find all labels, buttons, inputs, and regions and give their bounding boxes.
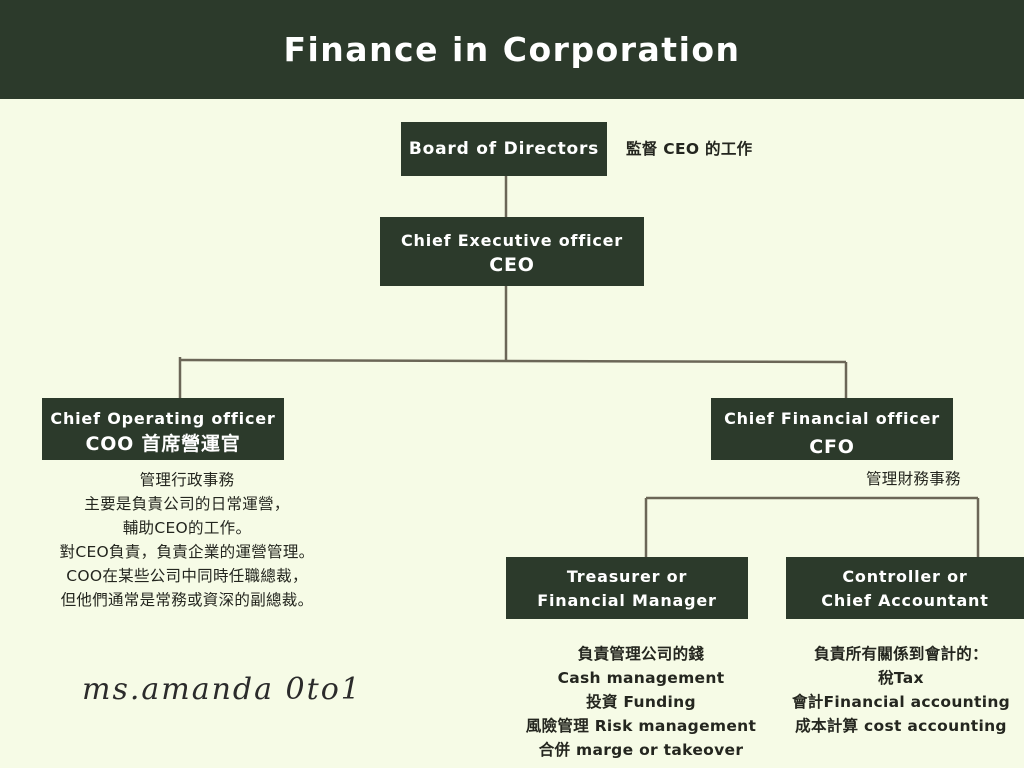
board-note: 監督 CEO 的工作	[626, 140, 753, 158]
treasurer-note-line: 風險管理 Risk management	[525, 717, 757, 735]
treasurer-subtitle: Financial Manager	[537, 591, 717, 610]
controller-note-line: 會計Financial accounting	[791, 693, 1011, 711]
coo-abbr: COO 首席營運官	[85, 433, 241, 455]
cfo-title: Chief Financial officer	[724, 409, 940, 428]
coo-note-line: 主要是負責公司的日常運營，	[84, 495, 290, 513]
treasurer-notes: 負責管理公司的錢 Cash management 投資 Funding 風險管理…	[506, 642, 776, 762]
ceo-title: Chief Executive officer	[401, 231, 623, 250]
controller-subtitle: Chief Accountant	[821, 591, 989, 610]
treasurer-note-line: 合併 marge or takeover	[538, 741, 744, 759]
cfo-note: 管理財務事務	[866, 470, 961, 488]
controller-note-line: 稅Tax	[878, 669, 924, 687]
board-label: Board of Directors	[408, 139, 600, 159]
controller-note-line: 負責所有關係到會計的：	[814, 645, 988, 663]
controller-box: Controller or Chief Accountant	[786, 557, 1024, 619]
treasurer-title: Treasurer or	[566, 567, 688, 586]
controller-title: Controller or	[842, 567, 968, 586]
signature: ms.amanda 0to1	[82, 672, 362, 707]
cfo-abbr: CFO	[809, 436, 855, 458]
coo-note-line: 管理行政事務	[139, 471, 235, 489]
board-of-directors-box: Board of Directors	[401, 122, 607, 176]
coo-title: Chief Operating officer	[50, 409, 276, 428]
controller-notes: 負責所有關係到會計的： 稅Tax 會計Financial accounting …	[778, 642, 1024, 738]
coo-note-line: 對CEO負責，負責企業的運營管理。	[59, 543, 315, 561]
coo-note-line: 但他們通常是常務或資深的副總裁。	[60, 591, 314, 609]
treasurer-note-line: 投資 Funding	[586, 693, 696, 711]
treasurer-note-line: Cash management	[557, 669, 725, 687]
header-bar: Finance in Corporation	[0, 0, 1024, 99]
ceo-abbr: CEO	[489, 254, 535, 276]
ceo-box: Chief Executive officer CEO	[380, 217, 644, 286]
coo-note-line: COO在某些公司中同時任職總裁，	[66, 567, 308, 585]
coo-box: Chief Operating officer COO 首席營運官	[42, 398, 284, 460]
page-title: Finance in Corporation	[283, 30, 741, 69]
cfo-box: Chief Financial officer CFO	[711, 398, 953, 460]
coo-notes: 管理行政事務 主要是負責公司的日常運營， 輔助CEO的工作。 對CEO負責，負責…	[10, 468, 364, 612]
treasurer-note-line: 負責管理公司的錢	[577, 645, 705, 663]
controller-note-line: 成本計算 cost accounting	[795, 717, 1007, 735]
coo-note-line: 輔助CEO的工作。	[122, 519, 252, 537]
connector-branch-horizontal	[179, 358, 847, 364]
treasurer-box: Treasurer or Financial Manager	[506, 557, 748, 619]
